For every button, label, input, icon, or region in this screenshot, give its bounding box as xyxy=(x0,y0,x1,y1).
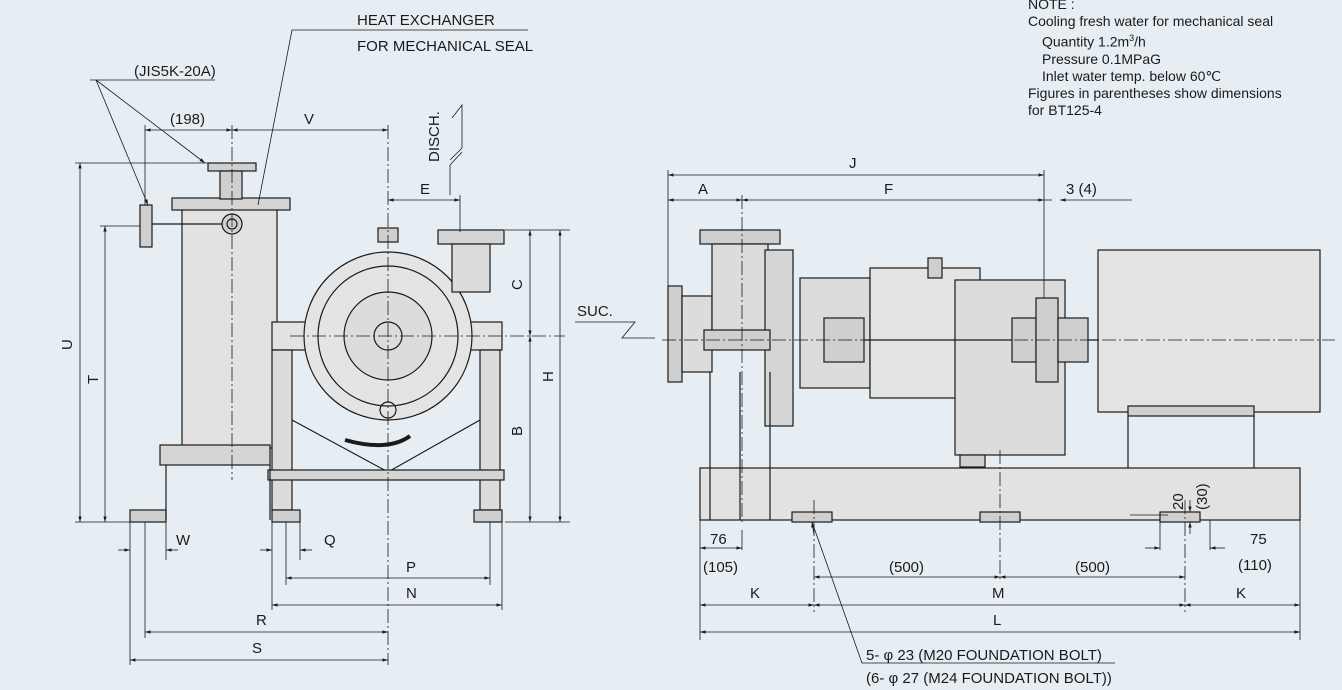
pump-casing xyxy=(129,227,505,523)
dim-S: S xyxy=(252,640,262,657)
dimension-labels: (198) V E C B H U T W Q P N R S J A F 3 … xyxy=(59,111,1272,657)
end-view xyxy=(129,162,505,523)
center-lines-left xyxy=(231,125,565,665)
dim-K-right: K xyxy=(1236,585,1246,602)
side-view xyxy=(667,229,1321,523)
dim-J: J xyxy=(849,155,857,172)
disch-label: DISCH. xyxy=(426,111,443,162)
heat-exchanger-label: HEAT EXCHANGER xyxy=(357,12,495,29)
discharge-flange xyxy=(699,229,781,245)
dim-105: (105) xyxy=(703,559,738,576)
jis-label: (JIS5K-20A) xyxy=(134,63,216,80)
dim-198: (198) xyxy=(170,111,205,128)
note-quantity-text: Quantity 1.2m xyxy=(1042,33,1130,50)
heat-exchanger-label-2: FOR MECHANICAL SEAL xyxy=(357,38,533,55)
suc-label: SUC. xyxy=(577,303,613,320)
drawing-labels: HEAT EXCHANGER FOR MECHANICAL SEAL (JIS5… xyxy=(134,12,1112,687)
bolt-label: 5- φ 23 (M20 FOUNDATION BOLT) xyxy=(866,647,1102,664)
dim-B: B xyxy=(509,426,526,436)
dim-3: 3 (4) xyxy=(1066,181,1097,198)
note-title: NOTE : xyxy=(1028,0,1075,12)
dimension-lines-left xyxy=(75,29,655,665)
dimension-lines-right xyxy=(667,170,1301,664)
note-quantity-sup: 3 xyxy=(1129,33,1135,43)
dim-H: H xyxy=(540,371,557,382)
note-line-1: Cooling fresh water for mechanical seal xyxy=(1028,13,1274,29)
dim-V: V xyxy=(304,111,314,128)
dim-A: A xyxy=(698,181,708,198)
dim-110: (110) xyxy=(1238,557,1272,574)
dim-20: 20 xyxy=(1170,493,1187,510)
dim-Q: Q xyxy=(324,532,336,549)
dim-R: R xyxy=(256,612,267,629)
dim-K-left: K xyxy=(750,585,760,602)
dim-N: N xyxy=(406,585,417,602)
dim-500b: (500) xyxy=(1075,559,1110,576)
bolt-label-alt: (6- φ 27 (M24 FOUNDATION BOLT)) xyxy=(866,670,1112,687)
dim-U: U xyxy=(59,339,76,350)
note-quantity-unit: /h xyxy=(1134,33,1146,50)
note-line-6: for BT125-4 xyxy=(1028,101,1102,118)
note-quantity: Quantity 1.2m3/h xyxy=(1028,30,1338,51)
dim-F: F xyxy=(884,181,893,198)
heat-exchanger xyxy=(139,162,291,466)
center-lines-right xyxy=(662,195,1335,612)
dim-76: 76 xyxy=(710,531,727,548)
dim-E: E xyxy=(420,181,430,198)
dim-W: W xyxy=(176,532,191,549)
rotation-arrow xyxy=(344,434,412,448)
dim-75: 75 xyxy=(1250,531,1267,548)
note-block: NOTE : Cooling fresh water for mechanica… xyxy=(1028,0,1338,119)
dim-C: C xyxy=(509,279,526,290)
dim-30: (30) xyxy=(1194,483,1211,510)
dim-M: M xyxy=(992,585,1005,602)
dim-T: T xyxy=(85,375,102,384)
dim-P: P xyxy=(406,559,416,576)
note-line-5: Figures in parentheses show dimensions xyxy=(1028,84,1282,101)
motor xyxy=(1097,249,1321,413)
dim-500a: (500) xyxy=(889,559,924,576)
dim-L: L xyxy=(993,612,1001,629)
note-pressure: Pressure 0.1MPaG xyxy=(1042,50,1162,67)
note-temp: Inlet water temp. below 60℃ xyxy=(1042,67,1222,84)
